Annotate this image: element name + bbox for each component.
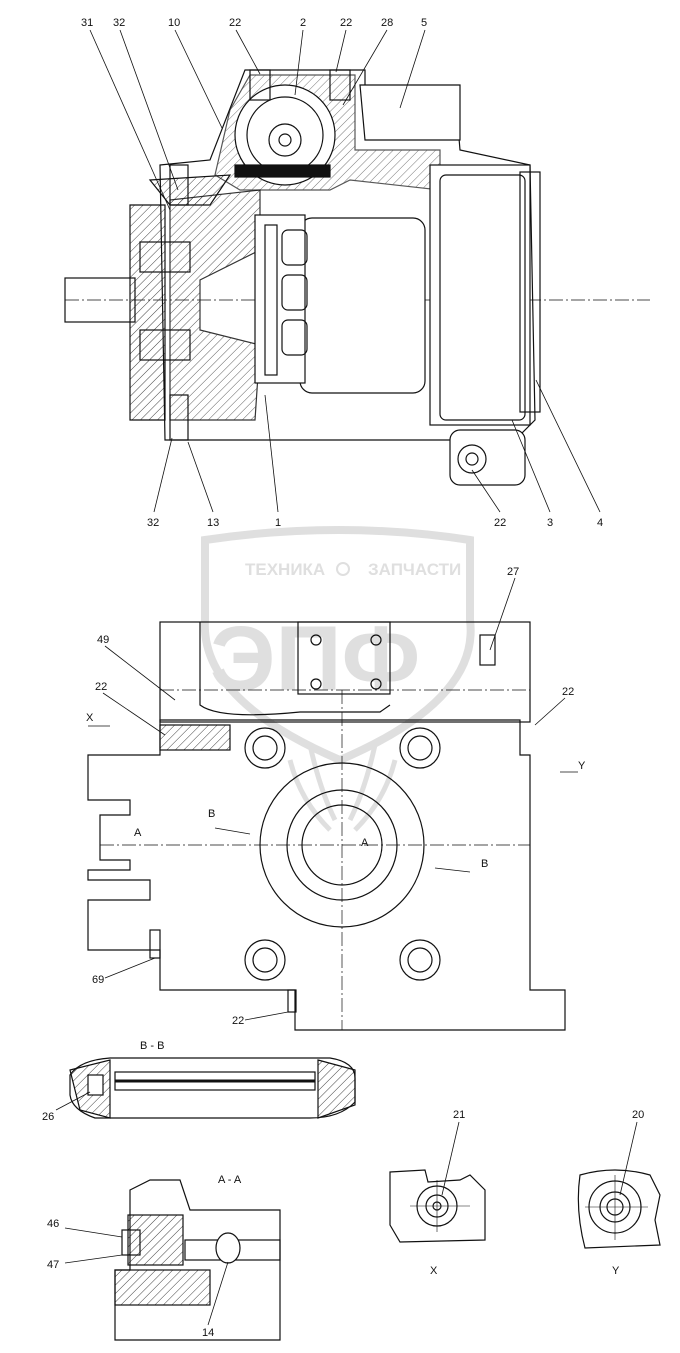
watermark: ТЕХНИКА ЗАПЧАСТИ ЭПФ [200,526,475,832]
watermark-text-right: ЗАПЧАСТИ [368,560,461,579]
callout-3: 3 [547,517,553,529]
view-y-title: Y [612,1265,620,1277]
callout-28: 28 [381,17,393,29]
callout-46: 46 [47,1218,59,1230]
view-y [577,1169,661,1249]
watermark-text-left: ТЕХНИКА [245,560,325,579]
callout-13: 13 [207,517,219,529]
side-view [87,621,566,1031]
section-aa [114,1179,281,1341]
view-marker-y: Y [578,760,586,772]
top-section-view [64,69,650,486]
callout-32-top: 32 [113,17,125,29]
callout-32-bottom: 32 [147,517,159,529]
callout-26: 26 [42,1111,54,1123]
callout-31: 31 [81,17,93,29]
callout-22-side-b: 22 [562,686,574,698]
section-marker-b-right: B [481,858,488,870]
callout-4: 4 [597,517,603,529]
section-marker-a-left: A [134,827,142,839]
callout-22-top-a: 22 [229,17,241,29]
top-view-callouts: 31 32 10 22 2 22 28 5 32 13 1 22 3 4 [81,17,603,529]
wheat-icon [287,744,398,832]
callout-22-side-c: 22 [232,1015,244,1027]
callout-22-side-a: 22 [95,681,107,693]
section-marker-b-left: B [208,808,215,820]
callout-22-bottom: 22 [494,517,506,529]
section-bb [69,1057,356,1119]
callout-2: 2 [300,17,306,29]
section-bb-title: B - B [140,1040,164,1052]
gear-icon [336,562,350,576]
section-aa-title: A - A [218,1174,242,1186]
callout-20: 20 [632,1109,644,1121]
callout-5: 5 [421,17,427,29]
callout-10: 10 [168,17,180,29]
callout-47: 47 [47,1259,59,1271]
watermark-logo: ЭПФ [210,608,420,710]
view-x [389,1169,486,1243]
callout-27: 27 [507,566,519,578]
callout-14: 14 [202,1327,214,1339]
callout-69: 69 [92,974,104,986]
view-marker-x: X [86,712,94,724]
callout-22-top-b: 22 [340,17,352,29]
callout-21: 21 [453,1109,465,1121]
side-view-callouts: 27 49 22 22 69 22 X Y A A B B [86,566,586,1027]
view-x-title: X [430,1265,438,1277]
side-view-leaders [88,577,578,1021]
top-view-leaders [89,29,601,513]
callout-49: 49 [97,634,109,646]
section-marker-a-center: A [361,837,369,849]
callout-1: 1 [275,517,281,529]
